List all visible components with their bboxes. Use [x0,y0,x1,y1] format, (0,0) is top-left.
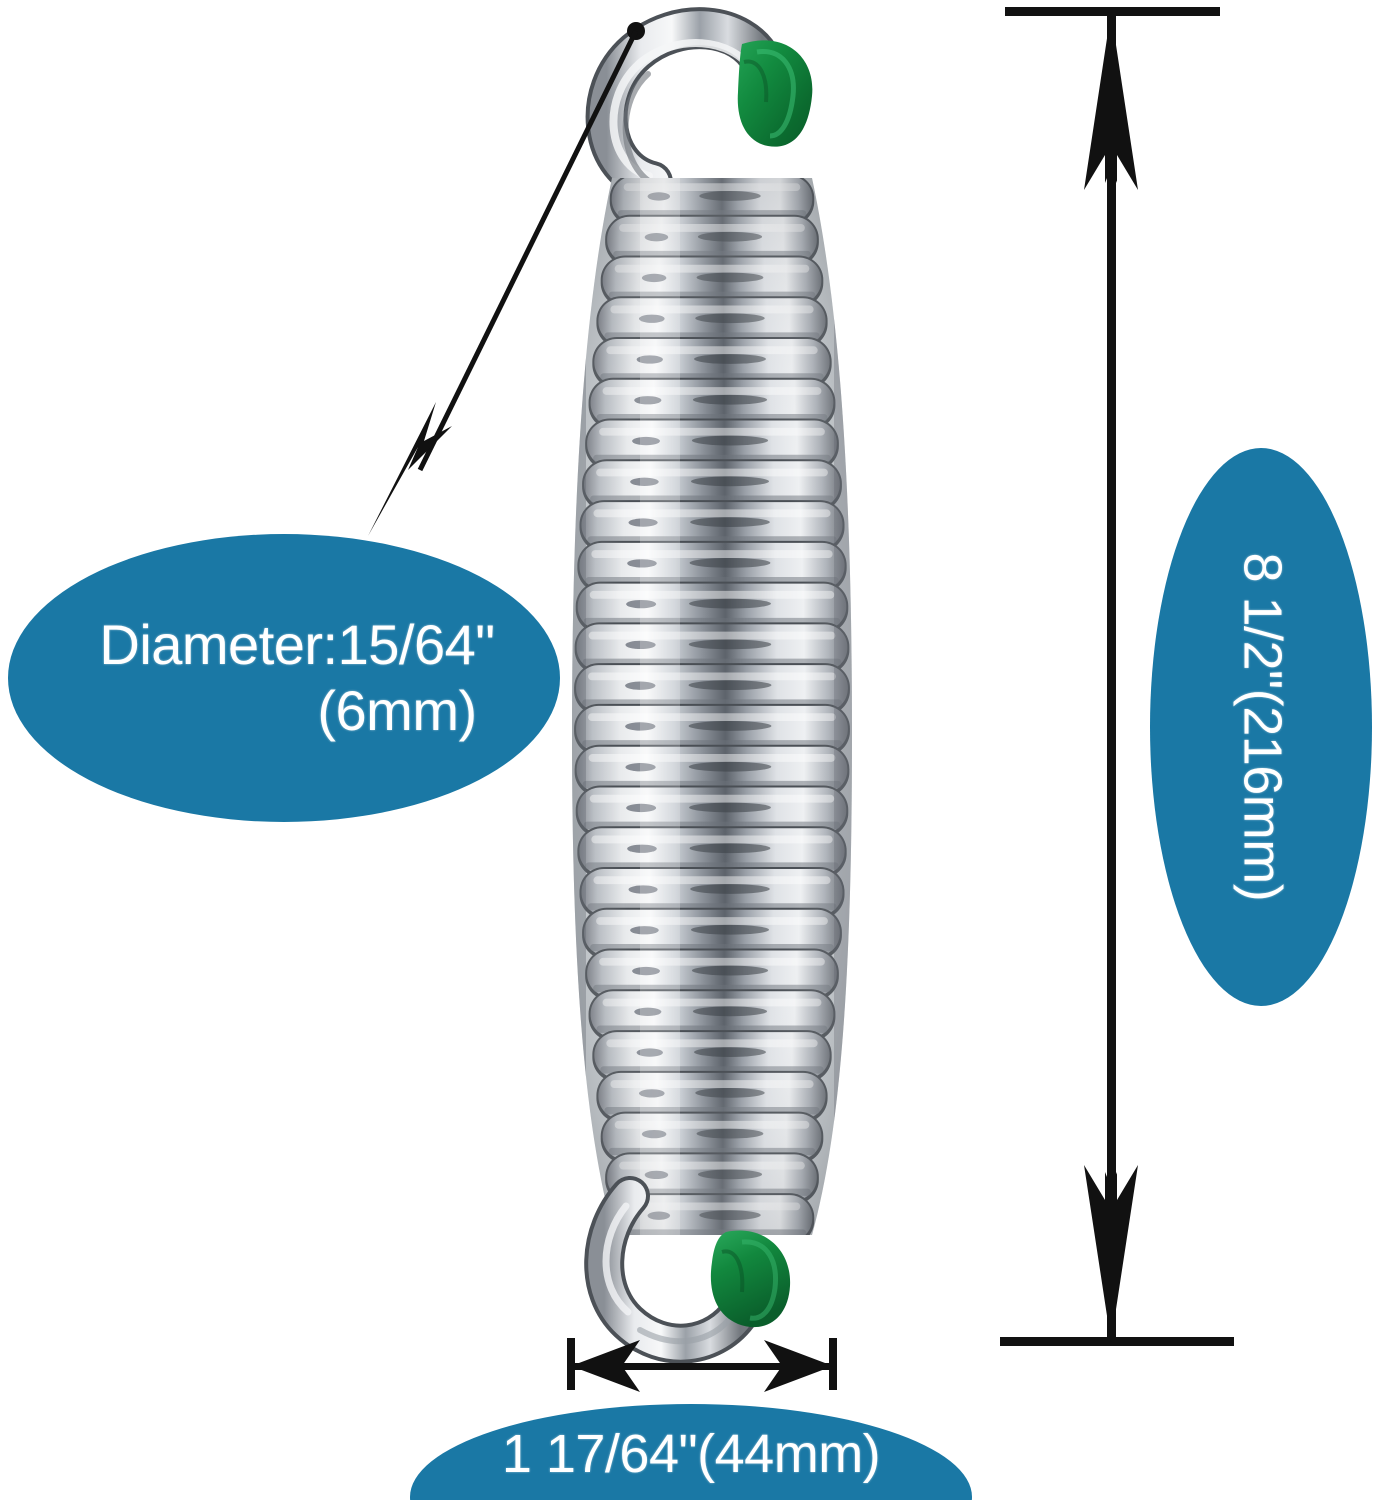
width-extension-tick-right [829,1338,837,1390]
diameter-callout-line2: (6mm) [317,679,477,742]
length-extension-line-bottom [1000,1337,1234,1346]
length-callout-text: 8 1/2"(216mm) [1231,552,1292,902]
hook-tip-green-bottom [710,1230,791,1328]
width-dimension-line [567,1338,837,1392]
diameter-callout-line1: Diameter:15/64" [99,612,495,676]
diameter-callout-text: Diameter:15/64"(6mm) [73,612,495,744]
spring-coil-body [572,178,852,1235]
width-extension-tick-left [567,1338,575,1390]
diameter-leader-line [368,22,645,536]
diameter-callout: Diameter:15/64"(6mm) [8,534,560,822]
spring-top-hook [585,7,813,203]
width-callout-text: 1 17/64"(44mm) [501,1424,881,1485]
length-callout: 8 1/2"(216mm) [1150,448,1372,1006]
spring-bottom-hook [584,1176,791,1364]
hook-tip-green-top [737,40,813,147]
length-dimension-line [1000,7,1234,1346]
